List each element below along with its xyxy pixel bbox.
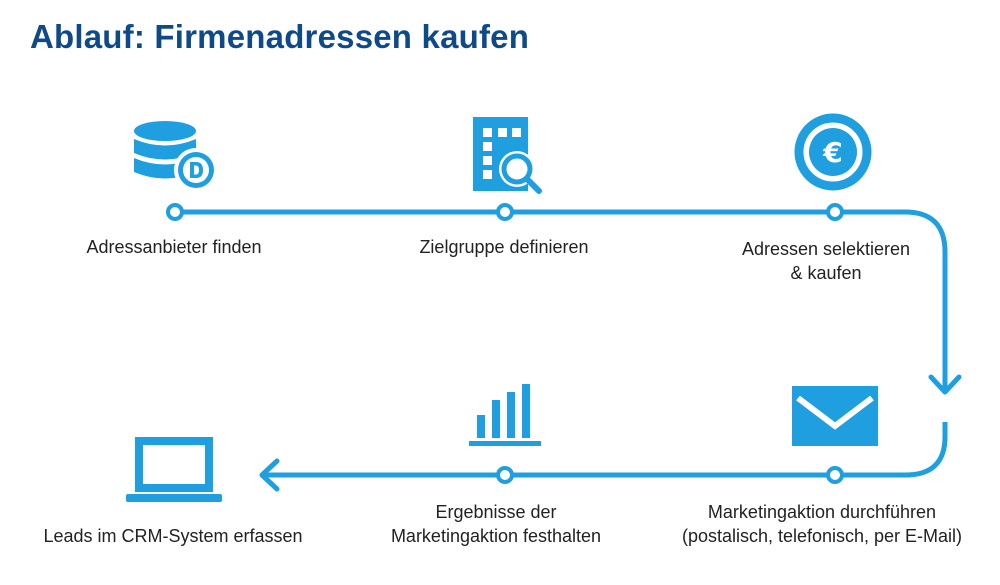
step-node-5 xyxy=(496,466,514,484)
bar-chart-icon xyxy=(469,384,541,446)
envelope-icon xyxy=(792,386,878,446)
step-label-4: Marketingaktion durchführen (postalisch,… xyxy=(681,502,963,546)
step-node-4 xyxy=(826,466,844,484)
flow-arrow-down xyxy=(928,374,962,395)
laptop-icon xyxy=(126,437,222,502)
step-label-5: Ergebnisse der Marketingaktion festhalte… xyxy=(390,502,602,546)
step-label-3: Adressen selektieren & kaufen xyxy=(741,239,911,283)
building-search-icon xyxy=(473,117,542,194)
step-node-2 xyxy=(496,203,514,221)
flow-arrow-left xyxy=(259,458,280,492)
step-node-1 xyxy=(166,203,184,221)
step-label-2: Zielgruppe definieren xyxy=(419,237,589,257)
step-label-6: Leads im CRM-System erfassen xyxy=(43,526,303,546)
flow-curve-right-top xyxy=(904,209,948,392)
svg-text:€: € xyxy=(822,136,842,169)
page-title: Ablauf: Firmenadressen kaufen xyxy=(30,18,530,55)
euro-coin-icon: € xyxy=(794,113,872,191)
step-label-1: Adressanbieter finden xyxy=(86,237,262,257)
flow-curve-right-bottom xyxy=(275,422,948,478)
step-node-3 xyxy=(826,203,844,221)
database-icon xyxy=(134,121,218,192)
